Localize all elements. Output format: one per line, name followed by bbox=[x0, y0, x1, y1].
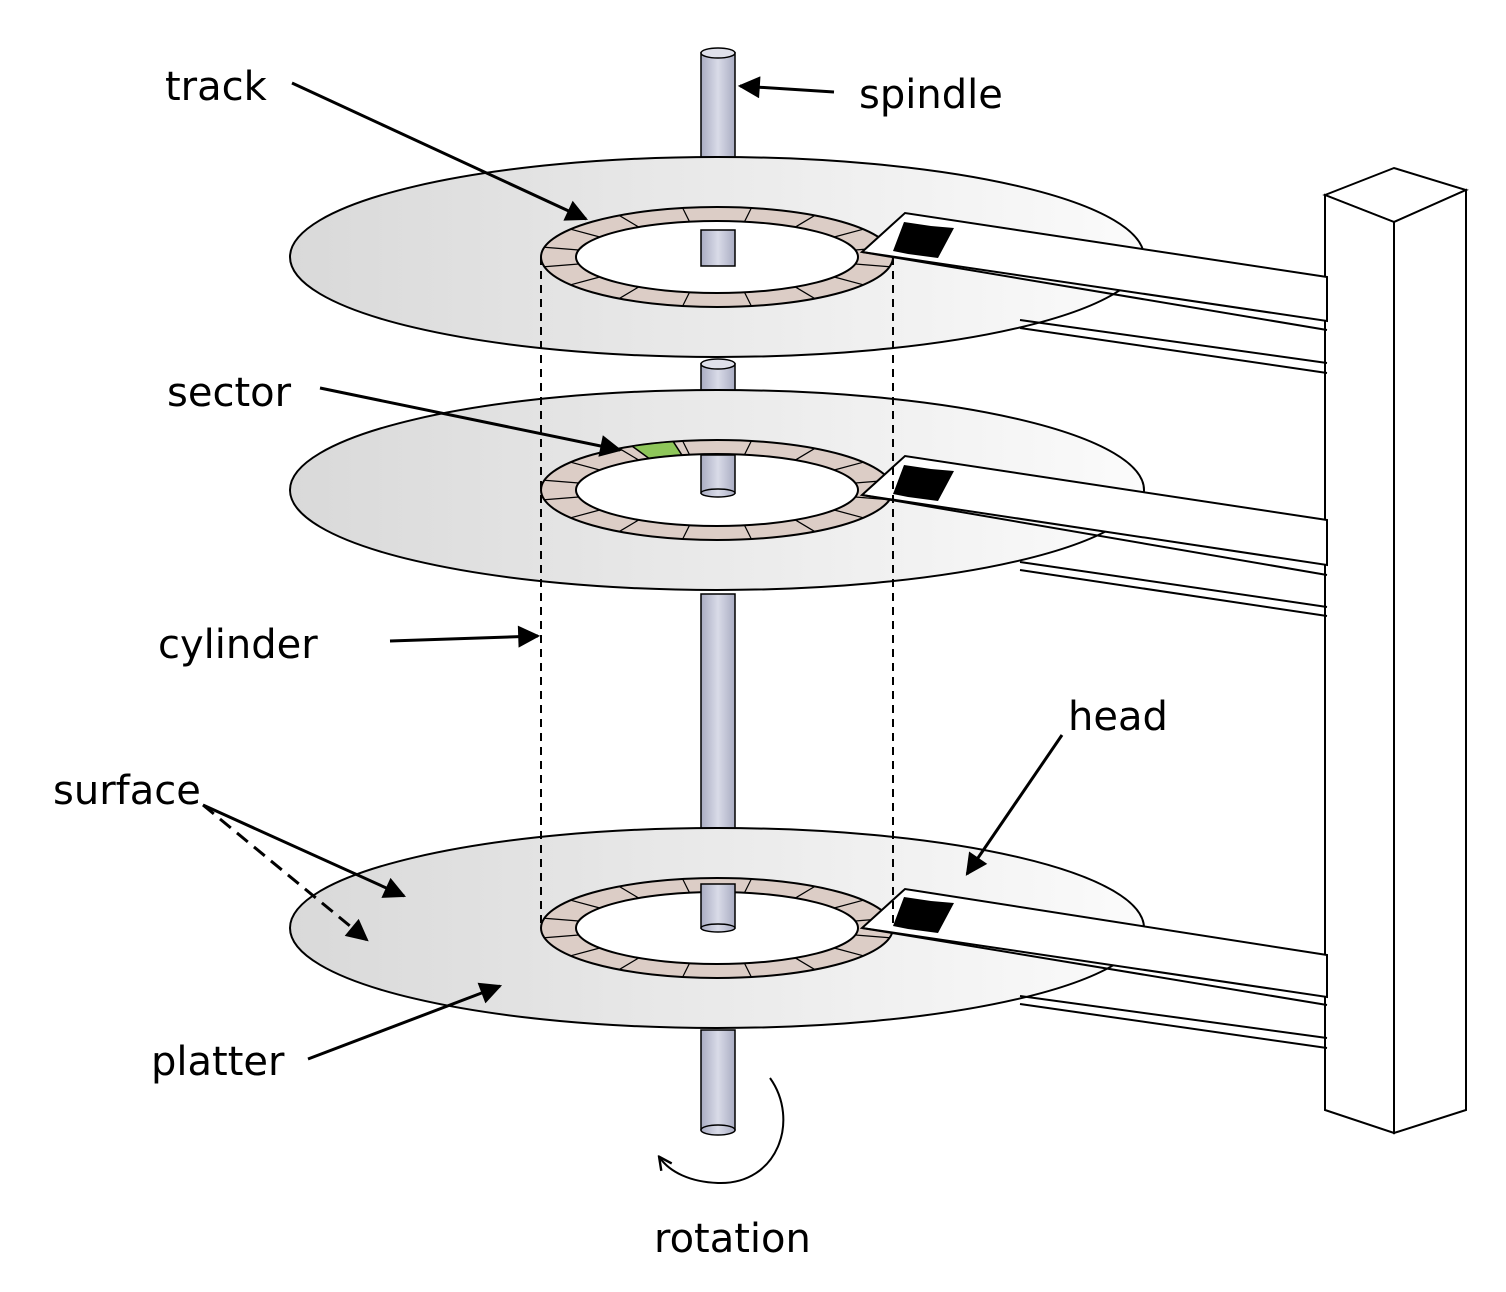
sector-divider bbox=[618, 447, 639, 461]
sector-divider bbox=[544, 496, 579, 501]
sector-divider bbox=[544, 917, 579, 922]
sector-divider bbox=[743, 207, 752, 222]
sector-divider bbox=[570, 461, 600, 471]
surface-arrow-top bbox=[202, 803, 407, 898]
sector-divider bbox=[834, 509, 864, 519]
sector-divider bbox=[834, 461, 864, 471]
sector-divider bbox=[618, 519, 639, 533]
sector-divider bbox=[682, 440, 691, 455]
platter-top bbox=[289, 156, 1328, 374]
sector-divider bbox=[544, 934, 579, 939]
sector-divider bbox=[682, 963, 691, 978]
sector-divider bbox=[834, 899, 864, 909]
sector-divider bbox=[795, 286, 816, 300]
rotation-arrow bbox=[660, 1077, 785, 1185]
platter-bottom bbox=[289, 827, 1328, 1049]
spindle-bottom bbox=[700, 1029, 736, 1136]
sector-divider bbox=[743, 440, 752, 455]
sector-divider bbox=[743, 878, 752, 893]
sector-divider bbox=[834, 276, 864, 286]
platter-middle bbox=[289, 389, 1328, 617]
sector-divider bbox=[795, 214, 816, 228]
platter-arrow bbox=[307, 982, 503, 1061]
surface-arrow-bottom bbox=[202, 803, 369, 942]
sector-divider bbox=[834, 228, 864, 238]
sector-divider bbox=[570, 947, 600, 957]
sector-divider bbox=[682, 207, 691, 222]
sector-divider bbox=[618, 286, 639, 300]
arm-bottom bbox=[859, 887, 1328, 1049]
label-platter: platter bbox=[151, 1039, 285, 1085]
label-surface: surface bbox=[53, 768, 201, 814]
sector-divider bbox=[570, 228, 600, 238]
label-track: track bbox=[165, 64, 268, 110]
label-head: head bbox=[1068, 694, 1168, 740]
sector-divider bbox=[682, 878, 691, 893]
cylinder-arrow bbox=[389, 625, 541, 648]
read-write-head bbox=[893, 897, 954, 933]
sector-divider bbox=[795, 447, 816, 461]
sector-divider bbox=[795, 957, 816, 971]
sector-divider bbox=[682, 292, 691, 307]
sector-divider bbox=[855, 934, 890, 939]
arm-top bbox=[859, 211, 1328, 374]
sector-divider bbox=[682, 525, 691, 540]
arm-middle bbox=[859, 454, 1328, 617]
sector-divider bbox=[570, 899, 600, 909]
read-write-head bbox=[893, 222, 954, 258]
sector-divider bbox=[544, 479, 579, 484]
head-arrow bbox=[965, 734, 1064, 876]
sector-divider bbox=[618, 957, 639, 971]
head-support-column bbox=[1322, 166, 1469, 1135]
sector-divider bbox=[544, 246, 579, 251]
sector-divider bbox=[743, 292, 752, 307]
sector-divider bbox=[834, 947, 864, 957]
sector-divider bbox=[855, 263, 890, 268]
label-spindle: spindle bbox=[859, 72, 1003, 118]
sector-divider bbox=[618, 214, 639, 228]
spindle-arrow bbox=[737, 76, 835, 99]
sector-divider bbox=[618, 885, 639, 899]
sector-arrow bbox=[319, 386, 623, 457]
sector-divider bbox=[743, 963, 752, 978]
label-sector: sector bbox=[167, 370, 292, 416]
sector-divider bbox=[570, 276, 600, 286]
label-rotation: rotation bbox=[654, 1216, 811, 1262]
sector-divider bbox=[743, 525, 752, 540]
label-arrows bbox=[202, 76, 1064, 1061]
sector-divider bbox=[795, 519, 816, 533]
sector-divider bbox=[570, 509, 600, 519]
sector-divider bbox=[544, 263, 579, 268]
sector-divider bbox=[795, 885, 816, 899]
track-arrow bbox=[291, 81, 588, 221]
read-write-head bbox=[893, 465, 954, 501]
label-cylinder: cylinder bbox=[158, 622, 318, 668]
